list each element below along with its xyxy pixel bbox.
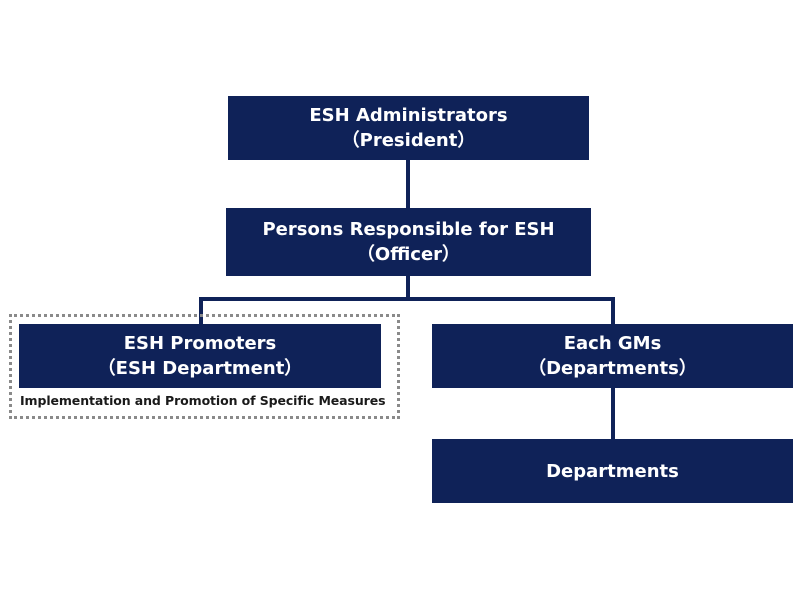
connector-to-gms xyxy=(611,297,615,325)
esh-administrators-title: ESH Administrators xyxy=(309,105,508,126)
esh-administrators-subtitle: （President） xyxy=(341,130,476,151)
persons-responsible-box: Persons Responsible for ESH （Officer） xyxy=(226,208,591,276)
esh-promoters-subtitle: （ESH Department） xyxy=(97,358,303,379)
connector-responsible-down xyxy=(406,276,410,299)
esh-promoters-title: ESH Promoters xyxy=(123,333,277,354)
promoters-group-outline xyxy=(9,314,400,419)
connector-admin-to-responsible xyxy=(406,160,410,208)
esh-promoters-box: ESH Promoters （ESH Department） xyxy=(19,324,381,388)
departments-title: Departments xyxy=(546,460,679,482)
departments-box: Departments xyxy=(432,439,793,503)
connector-horizontal-branch xyxy=(199,297,615,301)
each-gms-box: Each GMs （Departments） xyxy=(432,324,793,388)
esh-administrators-box: ESH Administrators （President） xyxy=(228,96,589,160)
each-gms-subtitle: （Departments） xyxy=(528,358,697,379)
connector-gms-to-departments xyxy=(611,388,615,440)
persons-responsible-title: Persons Responsible for ESH xyxy=(262,219,555,240)
promoters-note: Implementation and Promotion of Specific… xyxy=(20,393,386,408)
each-gms-title: Each GMs xyxy=(563,333,662,354)
persons-responsible-subtitle: （Officer） xyxy=(356,244,461,265)
connector-to-promoters xyxy=(199,297,203,325)
